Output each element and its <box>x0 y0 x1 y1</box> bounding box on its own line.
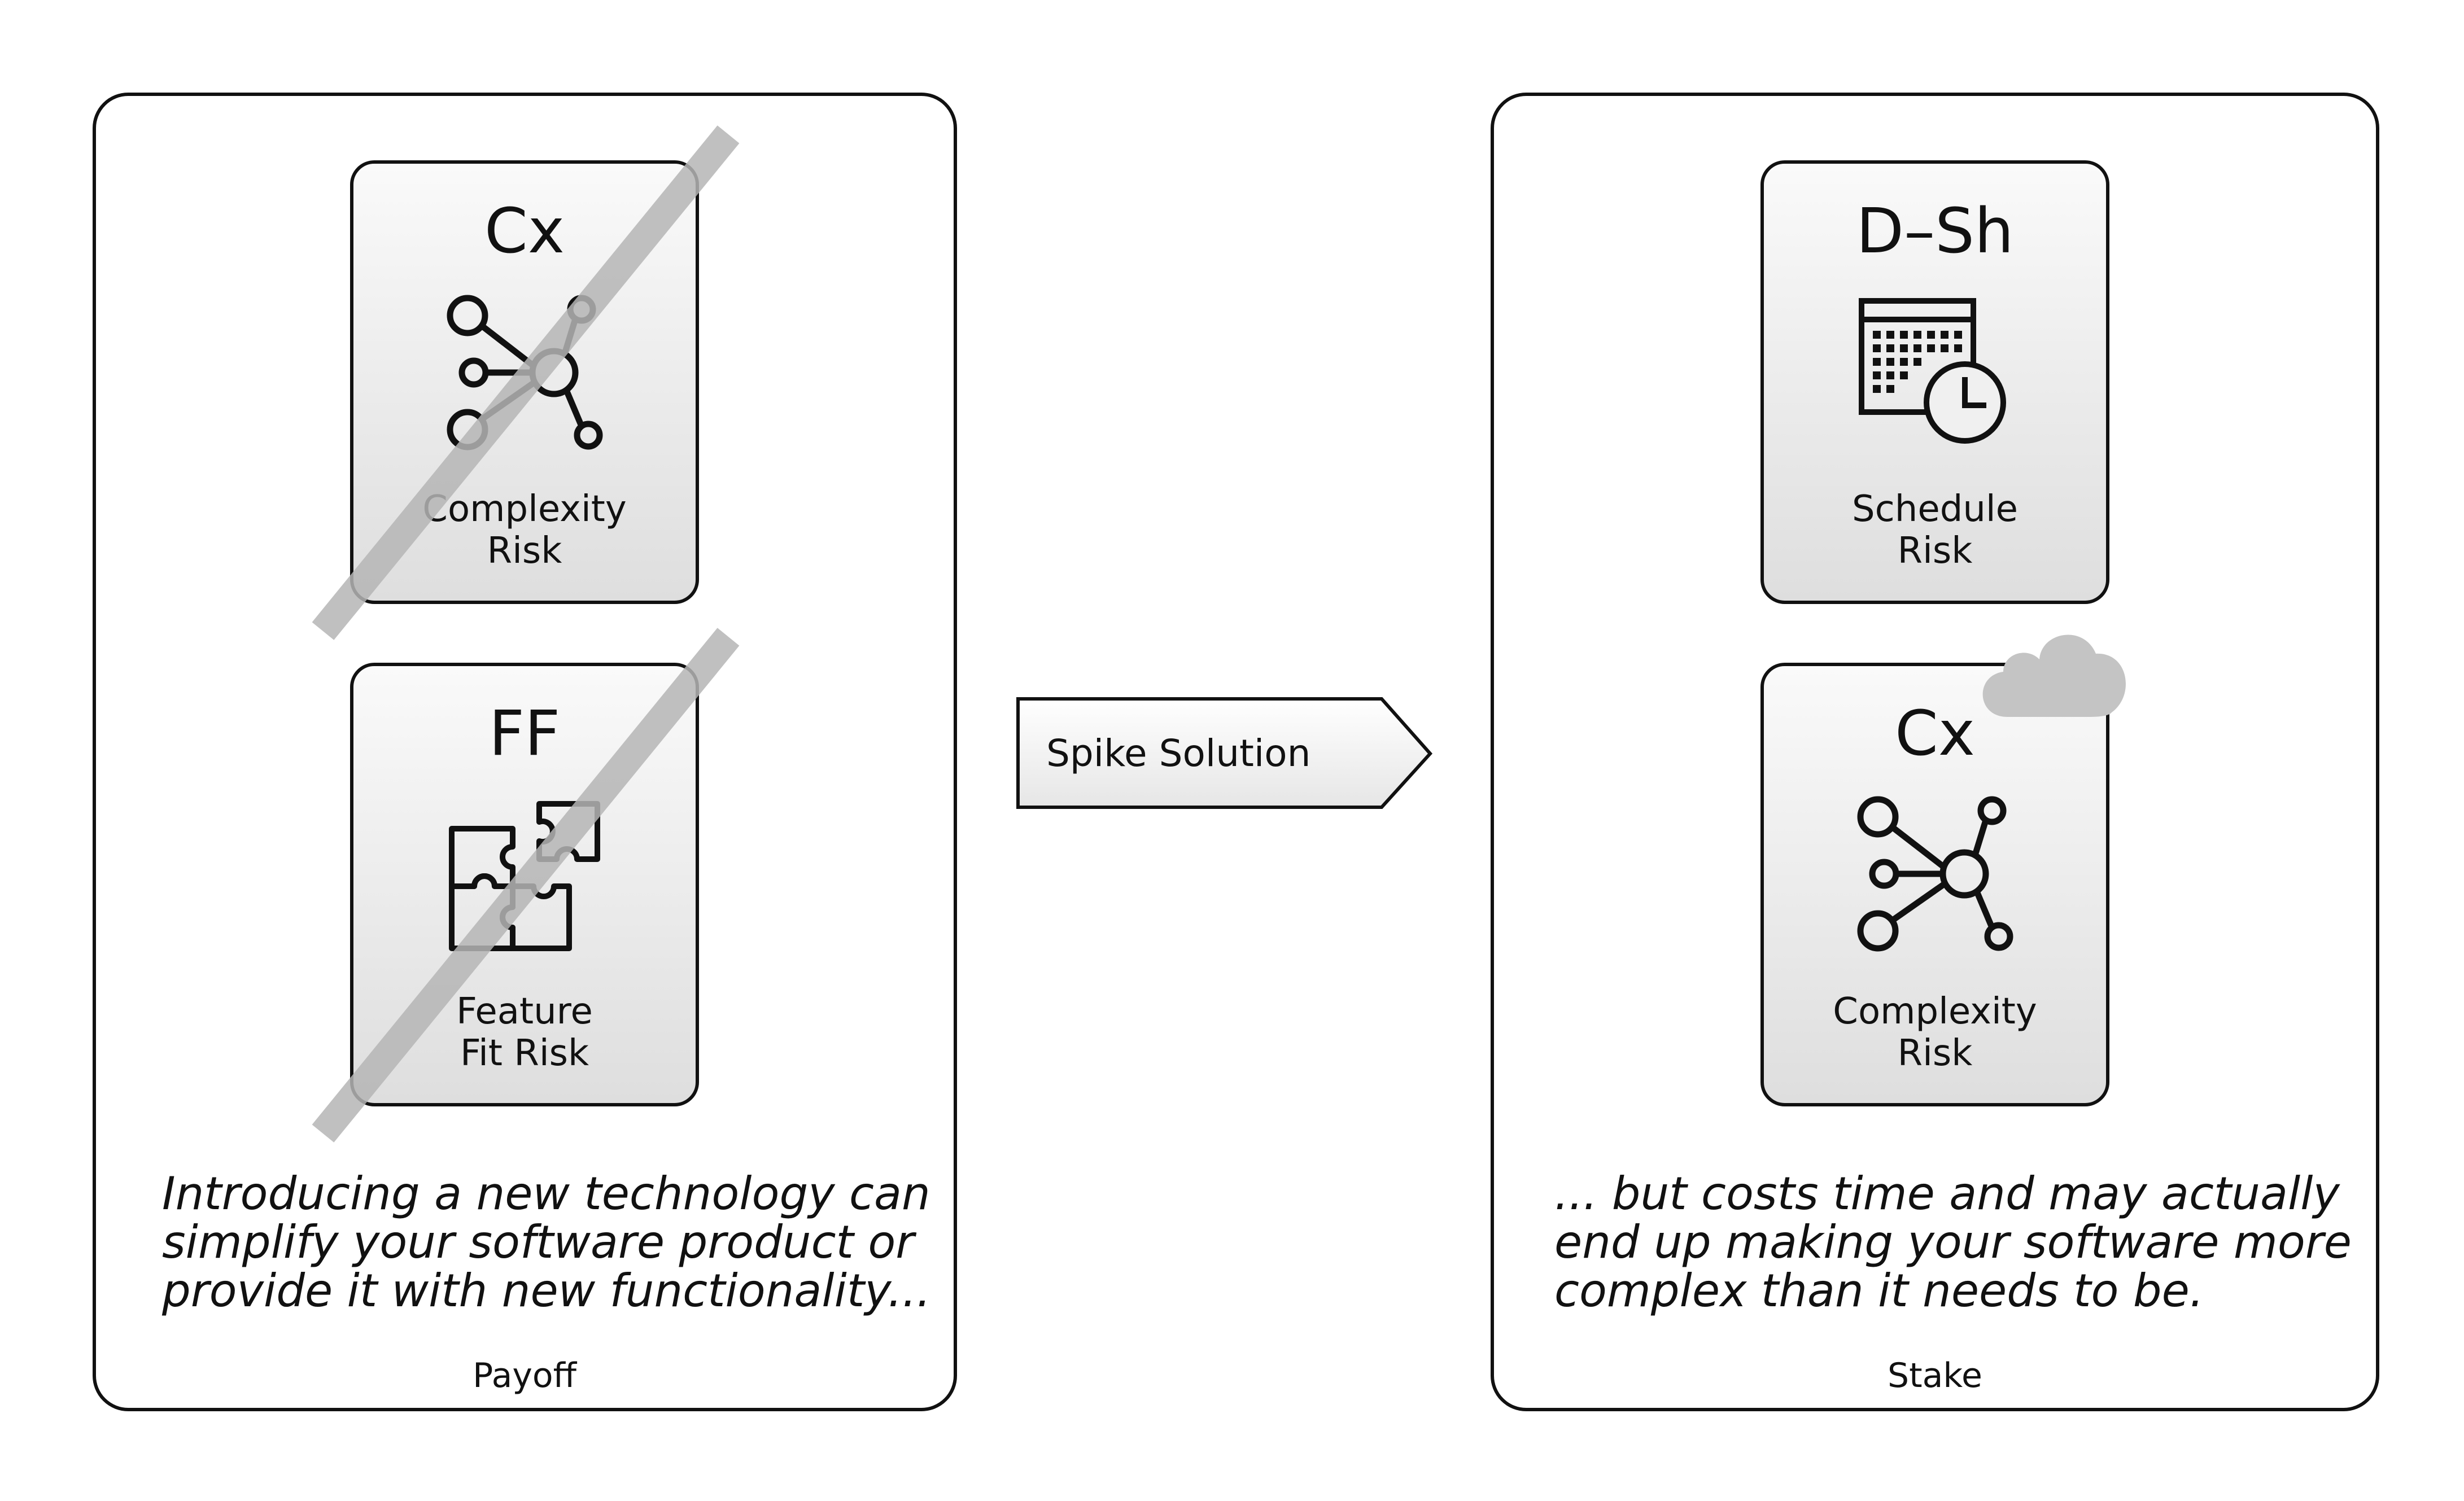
network-icon <box>1857 796 2013 952</box>
schedule-risk-card: D–Sh Schedule Risk <box>1760 160 2109 604</box>
stake-caption-line-3: complex than it needs to be. <box>1554 1264 2204 1317</box>
stake-caption-line-2: end up making your software more <box>1554 1216 2352 1268</box>
card-frame <box>1760 663 2109 1106</box>
cloud-icon <box>1982 634 2126 717</box>
payoff-panel: Cx Complexity Risk FF <box>93 93 957 1411</box>
payoff-panel-label: Payoff <box>473 1356 577 1395</box>
card-label-line-2: Fit Risk <box>460 1032 589 1074</box>
feature-fit-risk-card: FF Feature Fit Risk <box>312 628 740 1143</box>
card-label-line-1: Complexity <box>1833 991 2037 1032</box>
complexity-risk-card-right: Cx Complexity Risk <box>1760 634 2126 1106</box>
payoff-caption-line-1: Introducing a new technology can <box>162 1167 930 1220</box>
stake-panel: D–Sh Schedule Risk Cx <box>1491 93 2379 1411</box>
payoff-caption-line-2: simplify your software product or <box>162 1216 917 1268</box>
card-label-line-1: Feature <box>456 991 593 1032</box>
calendar-clock-icon <box>1859 298 2006 444</box>
card-label-line-2: Risk <box>487 530 562 572</box>
arrow-shape <box>1016 697 1433 809</box>
strikethrough-bar <box>312 125 740 640</box>
card-abbreviation: Cx <box>1895 697 1975 769</box>
strikethrough-bar <box>312 628 740 1143</box>
card-abbreviation: D–Sh <box>1856 195 2013 267</box>
card-label-line-1: Complexity <box>422 488 626 530</box>
spike-solution-arrow: Spike Solution <box>1016 697 1433 809</box>
complexity-risk-card: Cx Complexity Risk <box>312 125 740 640</box>
stake-panel-label: Stake <box>1888 1356 1982 1395</box>
card-label-line-2: Risk <box>1898 1032 1973 1074</box>
card-label-line-1: Schedule <box>1852 488 2018 530</box>
card-abbreviation: Cx <box>484 195 565 267</box>
arrow-label: Spike Solution <box>1046 732 1310 775</box>
card-abbreviation: FF <box>489 697 561 769</box>
payoff-caption-line-3: provide it with new functionality... <box>161 1264 931 1317</box>
stake-caption-line-1: ... but costs time and may actually <box>1554 1167 2340 1220</box>
card-label-line-2: Risk <box>1898 530 1973 572</box>
